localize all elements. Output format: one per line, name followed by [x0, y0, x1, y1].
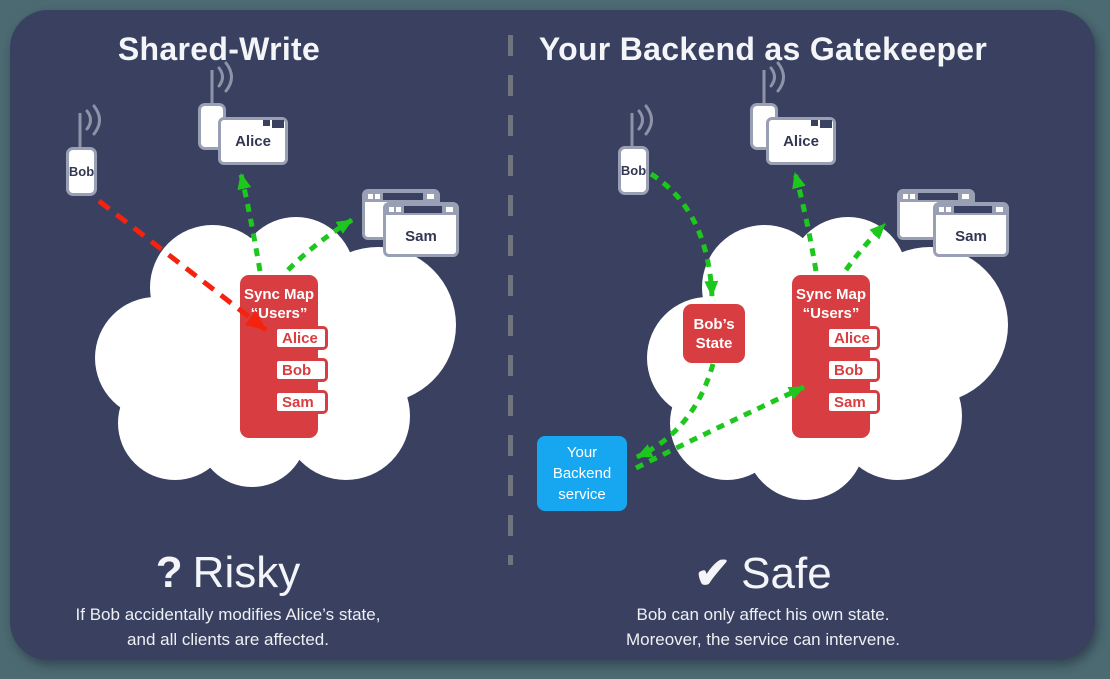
alice-window-icon: Alice — [218, 117, 288, 165]
bob-antenna-icon — [78, 104, 101, 149]
sam-window-front-icon: Sam — [383, 202, 459, 257]
bob-phone-icon: Bob — [66, 147, 97, 196]
right-note-line1: Bob can only affect his own state. — [636, 605, 890, 624]
question-icon: ? — [155, 548, 183, 597]
check-icon: ✔ — [694, 549, 732, 598]
sync-entry-bob: Bob — [274, 358, 328, 382]
sync-entry-sam: Sam — [274, 390, 328, 414]
bobs-state-box: Bob’s State — [683, 304, 745, 363]
window-control-icon — [389, 207, 394, 212]
backend-service-label: Your Backend service — [552, 444, 612, 503]
sync-map-title-line1: Sync Map — [243, 286, 315, 303]
sync-map-title-line1: Sync Map — [795, 286, 867, 303]
left-verdict: ?Risky — [156, 548, 300, 598]
sync-entry-label: Sam — [834, 393, 866, 411]
left-note: If Bob accidentally modifies Alice’s sta… — [76, 602, 381, 652]
window-control-icon — [272, 120, 284, 128]
right-sync-map-box: Sync Map “Users” Alice Bob Sam — [792, 275, 880, 438]
right-panel-title: Your Backend as Gatekeeper — [538, 31, 988, 67]
sync-entry-label: Alice — [282, 329, 318, 347]
sam-window-front-icon: Sam — [933, 202, 1009, 257]
window-titlebar-strip-icon — [918, 193, 958, 200]
sync-entry-alice: Alice — [826, 326, 880, 350]
sync-entry-bob: Bob — [826, 358, 880, 382]
bob-device-label: Bob — [68, 164, 95, 179]
window-titlebar-strip-icon — [954, 206, 992, 213]
sync-entry-label: Alice — [834, 329, 870, 347]
alice-device-label: Alice — [235, 132, 271, 150]
sync-map-entries: Alice Bob Sam — [826, 326, 880, 422]
bob-antenna-icon — [630, 104, 653, 149]
alice-antenna-icon — [210, 61, 233, 106]
left-panel-title: Shared-Write — [117, 31, 321, 67]
bob-phone-icon: Bob — [618, 146, 649, 195]
window-control-icon — [939, 207, 944, 212]
window-control-icon — [368, 194, 373, 199]
right-verdict: ✔Safe — [694, 548, 831, 599]
bob-device-label: Bob — [620, 163, 647, 178]
sync-entry-sam: Sam — [826, 390, 880, 414]
sync-map-entries: Alice Bob Sam — [274, 326, 328, 422]
window-control-icon — [996, 207, 1003, 212]
sync-map-title: Sync Map “Users” — [792, 275, 870, 323]
sync-entry-label: Sam — [282, 393, 314, 411]
sam-device-label: Sam — [405, 228, 437, 245]
alice-window-icon: Alice — [766, 117, 836, 165]
window-control-icon — [263, 120, 270, 126]
alice-device-label: Alice — [783, 132, 819, 150]
backend-service-box: Your Backend service — [537, 436, 627, 511]
sync-entry-label: Bob — [834, 361, 864, 379]
bobs-state-label: Bob’s State — [693, 315, 735, 352]
window-control-icon — [962, 194, 969, 199]
window-control-icon — [396, 207, 401, 212]
sync-entry-alice: Alice — [274, 326, 328, 350]
window-control-icon — [910, 194, 915, 199]
sync-entry-label: Bob — [282, 361, 312, 379]
window-control-icon — [820, 120, 832, 128]
window-control-icon — [375, 194, 380, 199]
window-control-icon — [811, 120, 818, 126]
left-note-line1: If Bob accidentally modifies Alice’s sta… — [75, 605, 381, 624]
window-control-icon — [446, 207, 453, 212]
center-divider — [508, 35, 513, 565]
window-control-icon — [903, 194, 908, 199]
left-sync-map-box: Sync Map “Users” Alice Bob Sam — [240, 275, 328, 438]
right-note-line2: Moreover, the service can intervene. — [625, 630, 901, 649]
window-titlebar-strip-icon — [383, 193, 423, 200]
right-note: Bob can only affect his own state. Moreo… — [626, 602, 900, 652]
window-control-icon — [946, 207, 951, 212]
left-verdict-word: Risky — [192, 548, 301, 597]
left-note-line2: and all clients are affected. — [127, 630, 329, 649]
sync-map-title: Sync Map “Users” — [240, 275, 318, 323]
sync-map-title-line2: “Users” — [802, 305, 860, 322]
sam-device-label: Sam — [955, 228, 987, 245]
sync-map-title-line2: “Users” — [250, 305, 308, 322]
right-verdict-word: Safe — [741, 549, 832, 598]
window-control-icon — [427, 194, 434, 199]
window-titlebar-strip-icon — [404, 206, 442, 213]
alice-antenna-icon — [762, 61, 785, 106]
